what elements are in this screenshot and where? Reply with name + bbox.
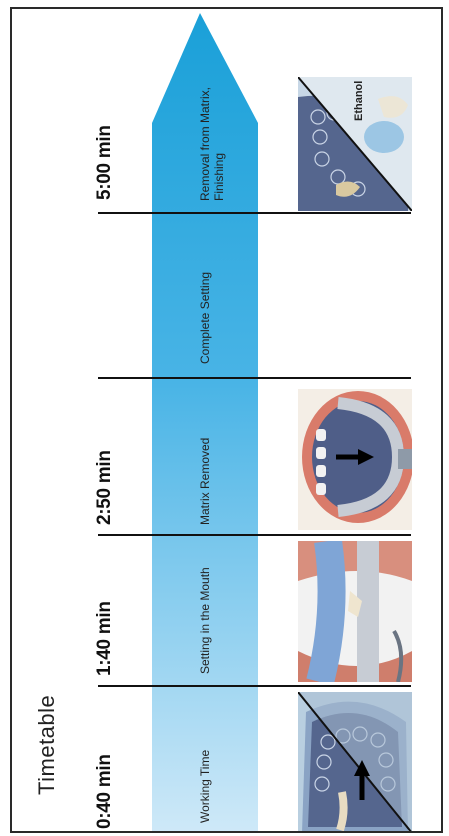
timetable-frame: Timetable 0:40 min Working Time 1:40 min…: [10, 7, 443, 833]
matrix-removal-arrow-image: [298, 389, 412, 530]
stage-time: 5:00 min: [94, 125, 116, 200]
stage-label: Matrix Removed: [198, 438, 212, 525]
dental-tray-arrow-image: [298, 692, 412, 833]
stage-time: 1:40 min: [94, 601, 116, 676]
stage-time: 0:40 min: [94, 754, 116, 829]
stage-label: Removal from Matrix, Finishing: [198, 87, 226, 201]
separator-line: [98, 685, 411, 687]
tray-in-mouth-image: [298, 541, 412, 682]
timetable-title: Timetable: [34, 695, 60, 795]
ethanol-finishing-image: Ethanol: [298, 77, 412, 211]
stage-time: 2:50 min: [94, 450, 116, 525]
separator-line: [98, 534, 411, 536]
stage-label: Working Time: [198, 750, 212, 823]
stage-label: Complete Setting: [198, 272, 212, 364]
separator-line: [98, 377, 411, 379]
separator-line: [98, 212, 411, 214]
stage-label: Setting in the Mouth: [198, 567, 212, 674]
ethanol-label: Ethanol: [353, 81, 365, 121]
